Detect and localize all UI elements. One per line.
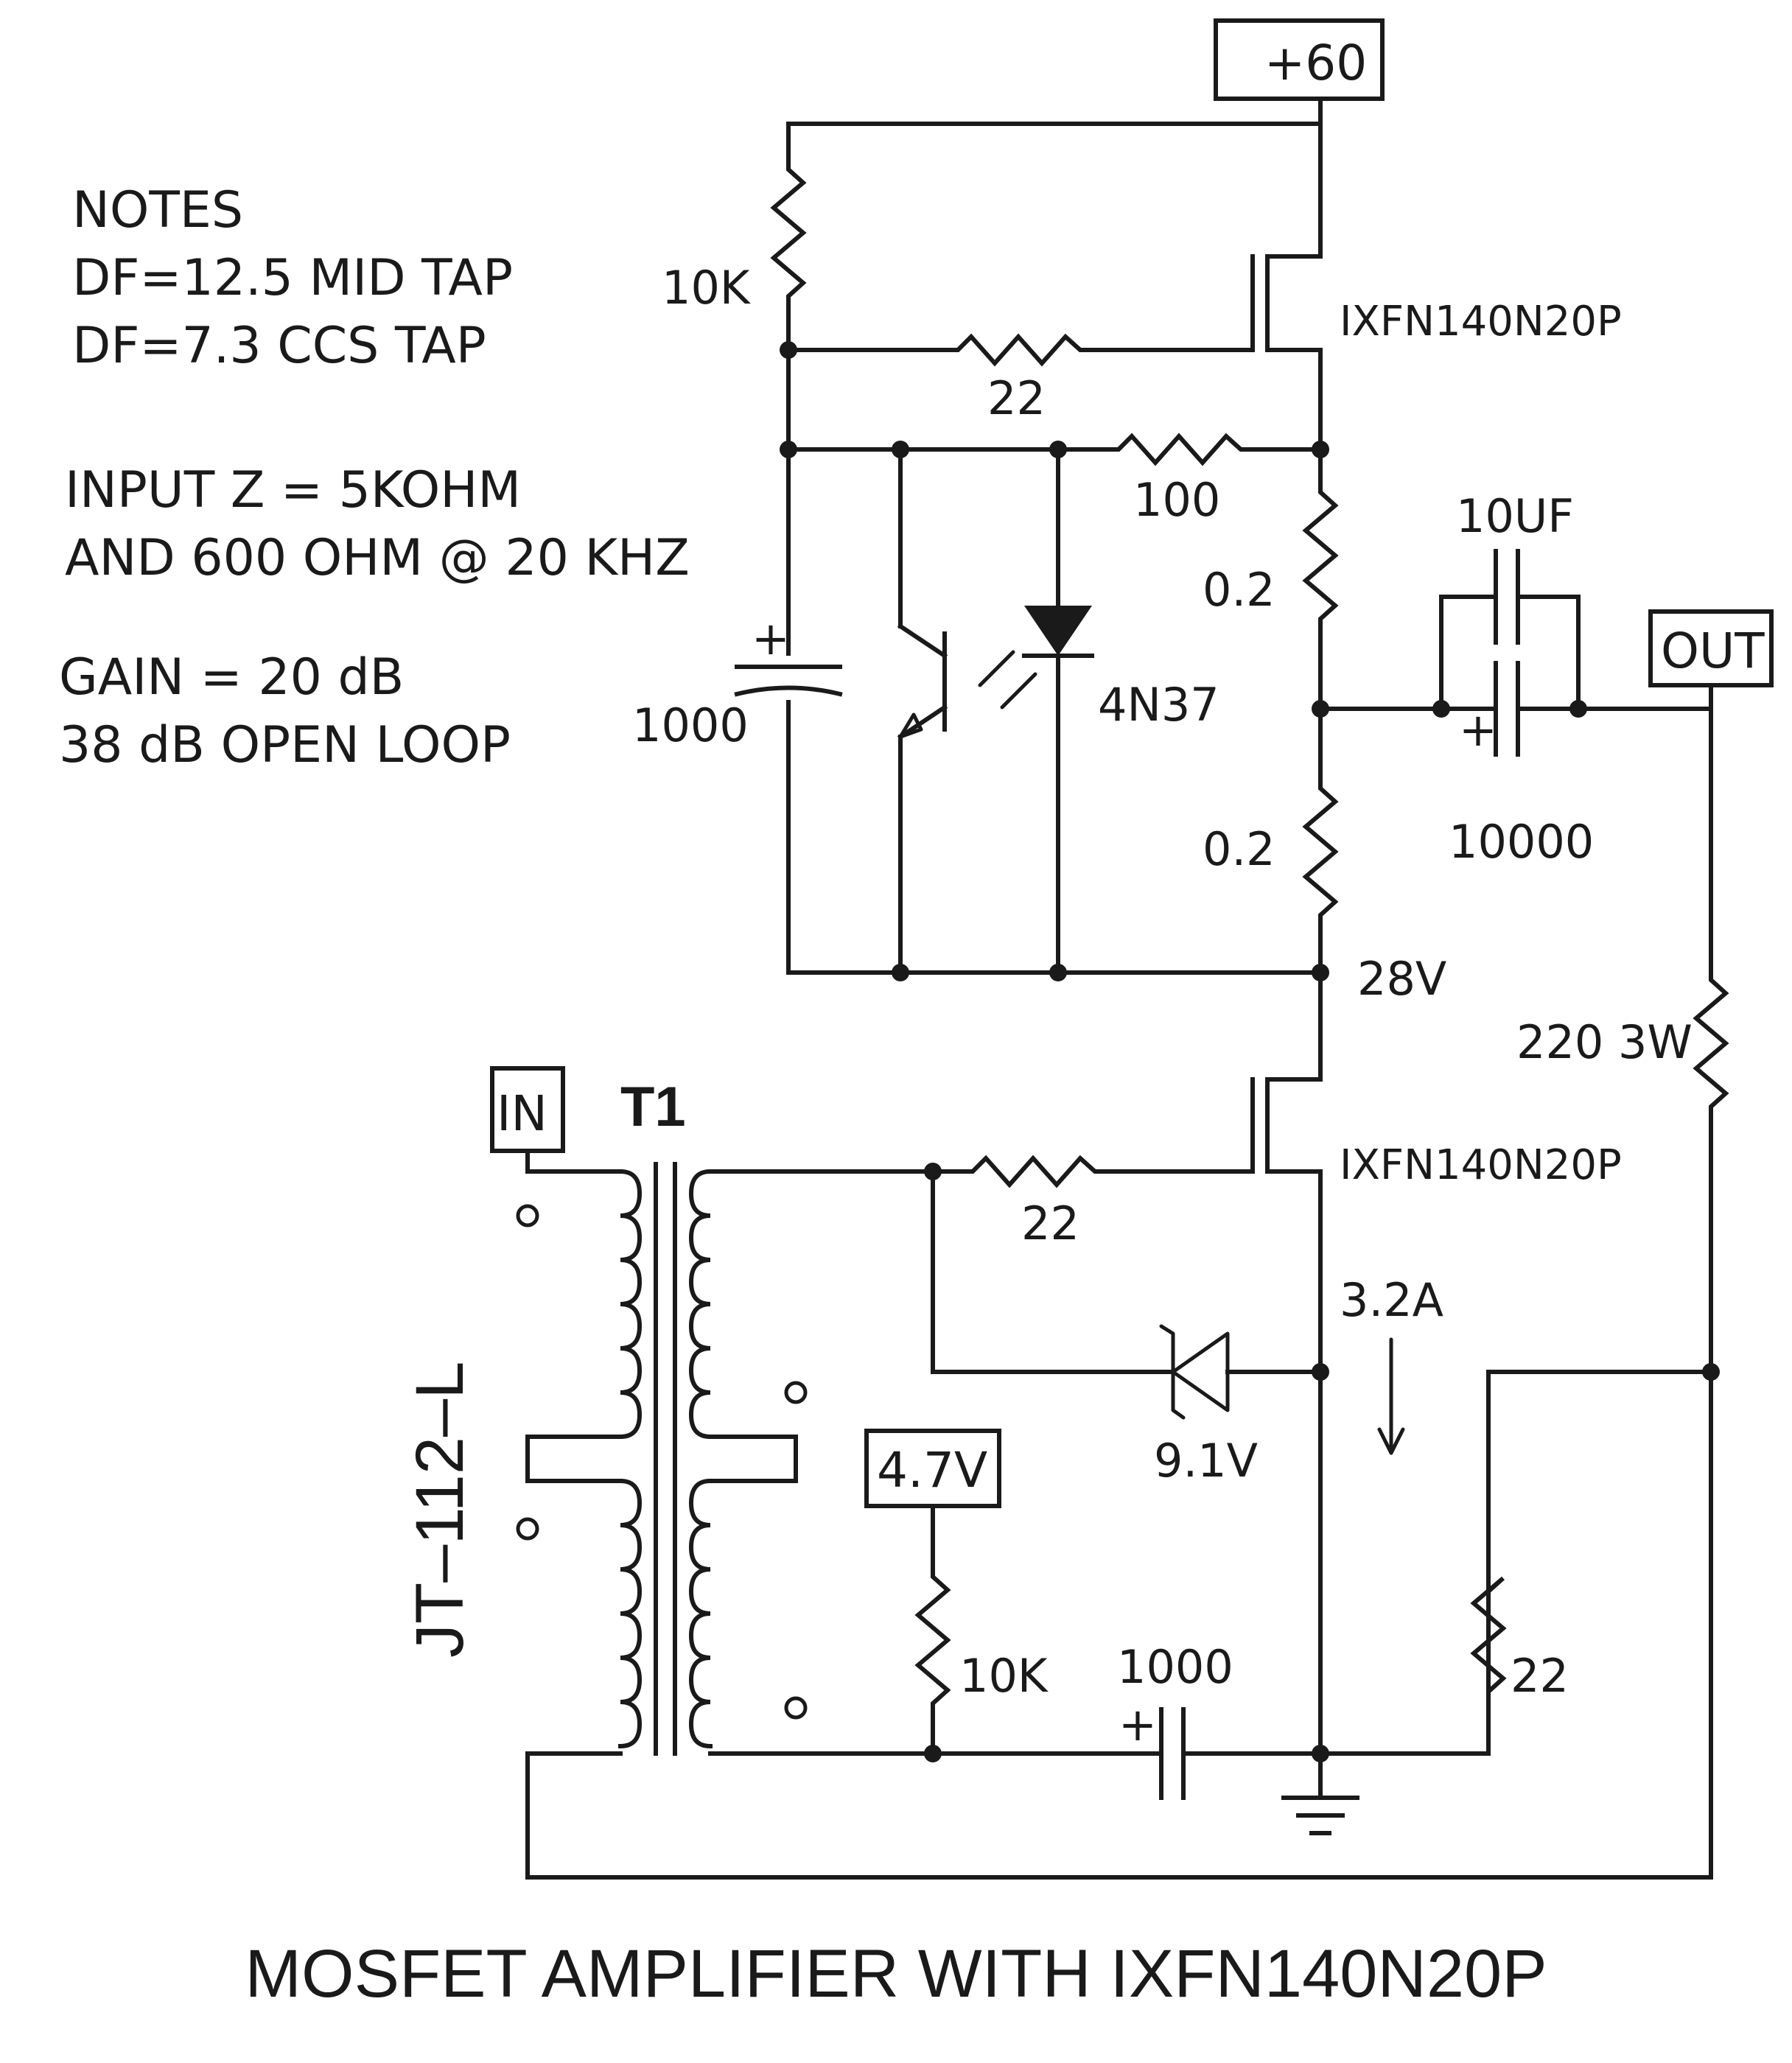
transformer-primary <box>525 1169 643 1880</box>
capacitor-10uf-label: 10UF <box>1456 489 1574 543</box>
resistor-10k-bias <box>914 1504 951 1756</box>
bias-label: 4.7V <box>877 1442 987 1499</box>
phase-dot-secondary-bottom <box>784 1696 808 1720</box>
zener-diode-9v1 <box>931 1169 1323 1420</box>
mosfet-top-label: IXFN140N20P <box>1340 298 1622 346</box>
supply-terminal: +60 <box>1214 18 1385 101</box>
capacitor-10000-label: 10000 <box>1449 815 1594 869</box>
note-gain: GAIN = 20 dB <box>59 648 404 707</box>
capacitor-1000-bottom <box>1159 1707 1323 1800</box>
note-df-ccs: DF=7.3 CCS TAP <box>72 317 486 375</box>
note-open-loop: 38 dB OPEN LOOP <box>59 716 511 774</box>
notes-heading: NOTES <box>72 181 243 239</box>
mosfet-bottom-label: IXFN140N20P <box>1340 1141 1622 1189</box>
capacitor-1000-top-label: 1000 <box>632 698 749 752</box>
capacitor-1000-bottom-label: 1000 <box>1117 1640 1233 1694</box>
resistor-100-label: 100 <box>1133 473 1220 527</box>
resistor-22-feedback <box>1470 1576 1507 1697</box>
resistor-22-feedback-label: 22 <box>1511 1649 1569 1703</box>
note-df-mid: DF=12.5 MID TAP <box>72 249 513 307</box>
zener-label: 9.1V <box>1154 1434 1258 1488</box>
top-rail-wire <box>786 97 1323 157</box>
junction-gate-top <box>780 341 797 359</box>
capacitor-1000-bottom-plus: + <box>1119 1698 1157 1751</box>
feedback-wire <box>1486 1370 1713 1594</box>
resistor-22-gate-bottom-label: 22 <box>1021 1197 1079 1250</box>
bias-terminal: 4.7V <box>864 1429 1001 1508</box>
resistor-10k-top-label: 10K <box>662 261 751 315</box>
capacitor-10000-plus: + <box>1459 703 1497 757</box>
resistor-220-3w <box>1693 970 1729 1374</box>
resistor-100 <box>1103 432 1323 466</box>
transformer-part-label: JT–112–L <box>402 1362 477 1658</box>
output-label: OUT <box>1661 623 1765 679</box>
supply-label: +60 <box>1264 35 1367 91</box>
current-arrow-icon <box>1377 1337 1405 1455</box>
node-voltage-label: 28V <box>1357 952 1446 1006</box>
resistor-0-2-lower <box>1302 707 1339 975</box>
junction-zener-source <box>1312 1363 1329 1381</box>
input-terminal: IN <box>490 1066 565 1153</box>
junction-bias-ground <box>924 1745 942 1762</box>
junction-bias-left <box>780 441 797 458</box>
input-wire <box>525 1149 623 1174</box>
phase-dot-primary-top <box>516 1204 539 1227</box>
phase-dot-primary-bottom <box>516 1517 539 1541</box>
resistor-22-gate-top <box>942 333 1255 367</box>
mosfet-bottom <box>1250 970 1323 1756</box>
note-input-z-hf: AND 600 OHM @ 20 KHZ <box>65 529 690 587</box>
resistor-10k-bias-label: 10K <box>959 1649 1049 1703</box>
diagram-title: MOSFET AMPLIFIER WITH IXFN140N20P <box>245 1936 1547 2011</box>
resistor-22-gate-top-label: 22 <box>987 371 1046 425</box>
phase-dot-secondary-top <box>784 1381 808 1404</box>
resistor-0-2-upper-label: 0.2 <box>1203 563 1275 617</box>
notes-block: NOTES DF=12.5 MID TAP DF=7.3 CCS TAP INP… <box>59 181 690 774</box>
optocoupler-4n37 <box>897 447 1094 975</box>
capacitor-10000 <box>1439 661 1581 757</box>
resistor-22-gate-bottom <box>931 1155 1255 1188</box>
feedback-ground-wire <box>1318 1692 1491 1756</box>
note-input-z: INPUT Z = 5KOHM <box>65 461 521 519</box>
mosfet-top <box>1250 122 1323 452</box>
capacitor-1000-top <box>734 656 843 700</box>
capacitor-10uf <box>1439 549 1581 711</box>
current-label: 3.2A <box>1340 1273 1443 1327</box>
resistor-10k-top <box>770 153 807 319</box>
optocoupler-label: 4N37 <box>1098 678 1219 732</box>
capacitor-1000-top-plus: + <box>752 612 790 665</box>
transformer-secondary <box>688 1169 798 1749</box>
output-terminal: OUT <box>1648 609 1774 687</box>
resistor-220-3w-label: 220 3W <box>1516 1015 1693 1069</box>
transformer-ref: T1 <box>620 1076 686 1138</box>
input-label: IN <box>497 1085 547 1142</box>
resistor-0-2-upper <box>1302 447 1339 711</box>
ground-icon <box>1281 1751 1359 1835</box>
resistor-0-2-lower-label: 0.2 <box>1203 822 1275 876</box>
